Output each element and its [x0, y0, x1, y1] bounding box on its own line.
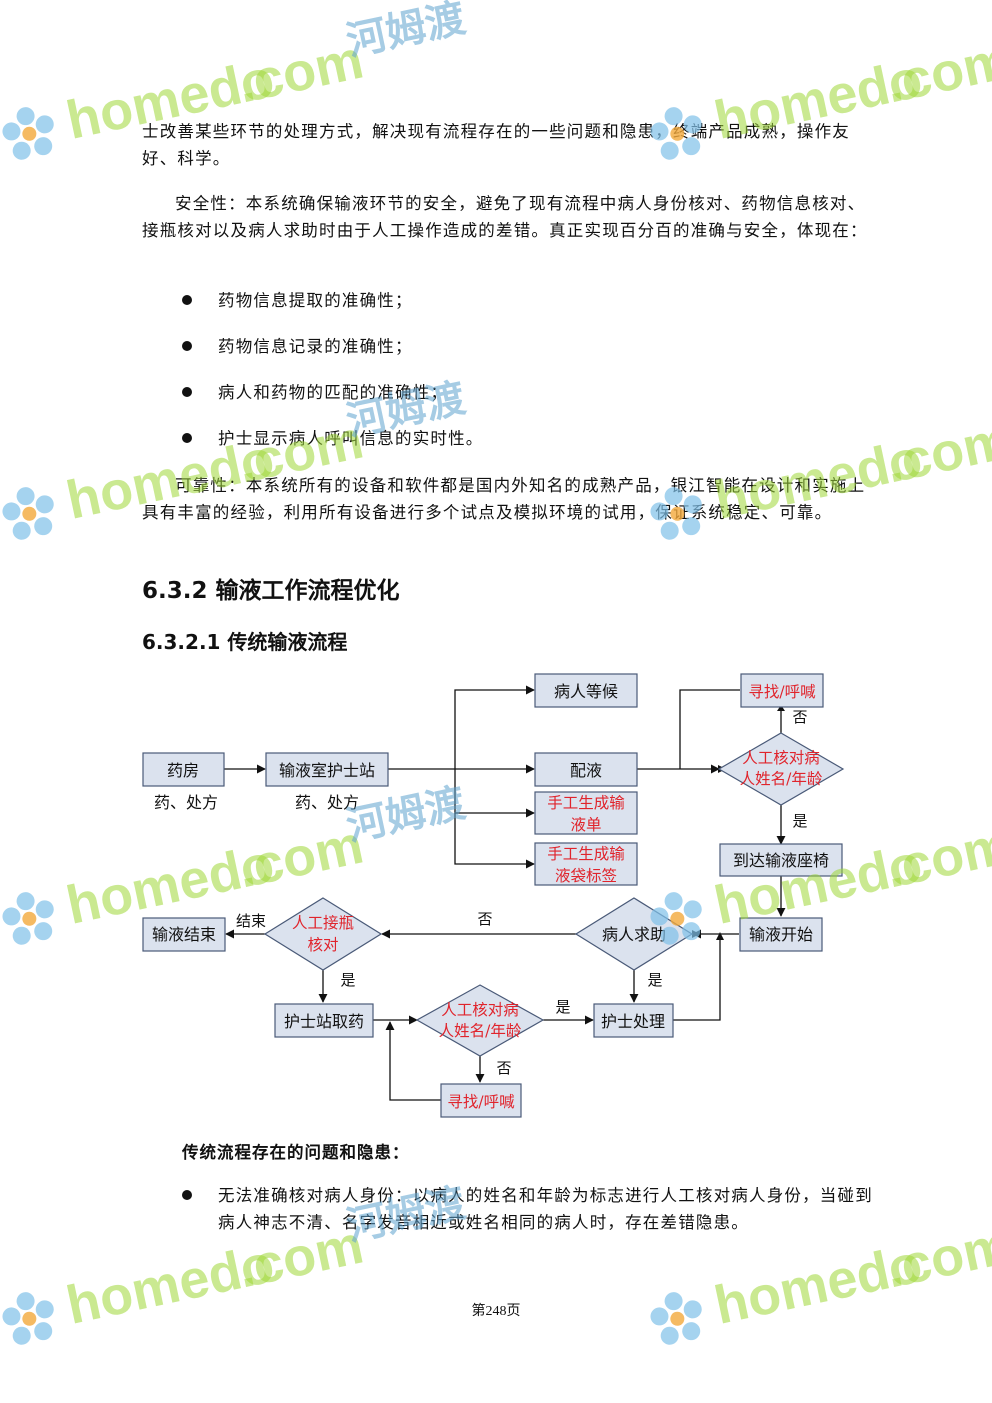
infusion-end-box — [142, 917, 226, 952]
verify-top-diamond — [717, 732, 845, 806]
verify-top-line1: 人工核对病 — [742, 749, 820, 767]
manual-sheet-box — [534, 791, 638, 835]
manual-sheet-line2: 液单 — [570, 816, 601, 834]
bullet-icon — [182, 1190, 192, 1200]
bullet-icon — [182, 295, 192, 305]
nurse-handle-box — [593, 1003, 674, 1038]
yes-label: 是 — [792, 812, 807, 830]
manual-label-box — [534, 842, 638, 886]
page-number: 第248页 — [471, 1304, 521, 1319]
manual-label-line1: 手工生成输 — [547, 845, 625, 863]
yes-label: 是 — [340, 971, 355, 989]
bottle-check-line2: 核对 — [307, 936, 338, 954]
issue-text: 无法准确核对病人身份：以病人的姓名和年龄为标志进行人工核对病人身份，当碰到病人神… — [218, 1186, 873, 1232]
arrive-seat-label: 到达输液座椅 — [733, 851, 829, 870]
no-label: 否 — [792, 708, 807, 726]
patient-help-label: 病人求助 — [602, 925, 666, 944]
search-call-top-label: 寻找/呼喊 — [748, 683, 816, 701]
verify-top-line2: 人姓名/年龄 — [740, 770, 823, 788]
take-medicine-box — [274, 1003, 374, 1038]
yes-label: 是 — [555, 998, 570, 1016]
bullet-icon — [182, 341, 192, 351]
issues-title: 传统流程存在的问题和隐患： — [182, 1143, 410, 1162]
dispense-box — [534, 752, 638, 787]
patient-wait-box — [534, 673, 638, 708]
infusion-start-label: 输液开始 — [749, 925, 813, 944]
end-label: 结束 — [236, 912, 266, 930]
search-call-top-box — [740, 673, 824, 708]
pharmacy-note: 药、处方 — [154, 793, 218, 812]
nurse-handle-label: 护士处理 — [601, 1012, 665, 1031]
patient-wait-label: 病人等候 — [554, 682, 618, 701]
arrive-seat-box — [719, 843, 843, 877]
no-label: 否 — [477, 910, 492, 928]
take-medicine-label: 护士站取药 — [284, 1012, 364, 1031]
dispense-label: 配液 — [570, 761, 602, 780]
nurse-station-label: 输液室护士站 — [279, 761, 375, 780]
pharmacy-box — [142, 752, 225, 787]
bottle-check-line1: 人工接瓶 — [292, 914, 354, 932]
no-label: 否 — [496, 1059, 511, 1077]
nurse-station-note: 药、处方 — [295, 793, 359, 812]
search-call-bottom-box — [440, 1083, 522, 1118]
section-heading: 6.3.2 输液工作流程优化 — [142, 578, 400, 604]
bullet-icon — [182, 387, 192, 397]
verify-bottom-line2: 人姓名/年龄 — [439, 1022, 522, 1040]
verify-bottom-diamond — [415, 984, 545, 1057]
manual-label-line2: 液袋标签 — [555, 867, 617, 885]
pharmacy-label: 药房 — [167, 761, 199, 780]
manual-sheet-line1: 手工生成输 — [547, 794, 625, 812]
subsection-heading: 6.3.2.1 传统输液流程 — [142, 630, 348, 654]
infusion-start-box — [739, 917, 823, 952]
nurse-station-box — [265, 752, 389, 787]
search-call-bottom-label: 寻找/呼喊 — [447, 1093, 515, 1111]
safety-paragraph: 安全性：本系统确保输液环节的安全，避免了现有流程中病人身份核对、药物信息核对、接… — [142, 194, 868, 240]
verify-bottom-line1: 人工核对病 — [441, 1001, 519, 1019]
infusion-end-label: 输液结束 — [152, 925, 216, 944]
yes-label: 是 — [647, 971, 662, 989]
bottle-check-diamond — [263, 897, 383, 971]
bullet-icon — [182, 433, 192, 443]
